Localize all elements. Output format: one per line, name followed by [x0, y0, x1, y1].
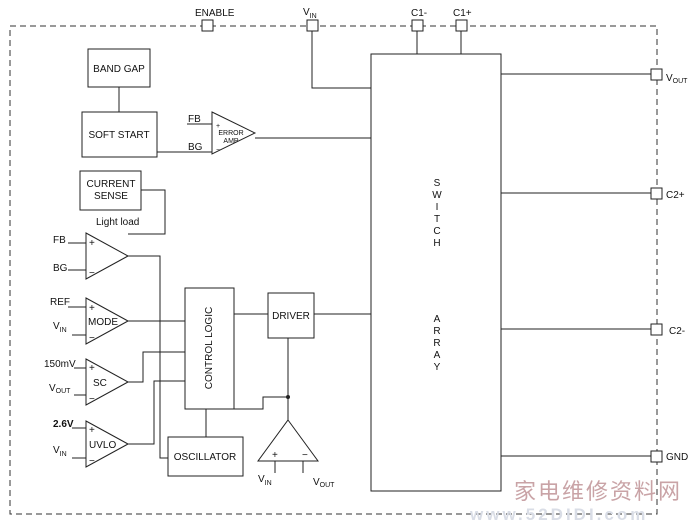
lightload-fb-label: FB	[53, 235, 66, 246]
chip-boundary	[9, 25, 658, 515]
control-logic-label: CONTROL LOGIC	[204, 307, 215, 389]
vin-wire	[311, 31, 371, 89]
soft-start-label: SOFT START	[88, 130, 149, 141]
uvlo-out-wire	[128, 380, 185, 445]
sc-vout-label: VOUT	[49, 383, 71, 395]
sc-comparator	[85, 358, 130, 406]
lightload-bg-label: BG	[53, 263, 68, 274]
mode-plus: +	[89, 303, 95, 314]
c2-plus-pin	[650, 187, 663, 200]
c1-minus-pin	[411, 19, 424, 32]
fbamp-vin-label: VIN	[258, 474, 272, 487]
driver-label: DRIVER	[272, 311, 310, 322]
uvlo-label: UVLO	[89, 440, 116, 451]
driver-block	[267, 292, 315, 339]
watermark-chinese: 家电维修资料网	[514, 480, 682, 505]
switch-array-block	[370, 53, 502, 492]
lightload-out-wire	[128, 255, 168, 459]
uvlo-comparator	[85, 420, 130, 468]
error-amp-symbol	[211, 111, 257, 155]
uvlo-minus: −	[89, 456, 95, 467]
mode-ref-label: REF	[50, 297, 70, 308]
light-load-label: Light load	[96, 217, 139, 228]
mode-label: MODE	[88, 317, 118, 328]
control-logic-block	[184, 287, 235, 410]
oscillator-block	[167, 436, 244, 477]
oscillator-label: OSCILLATOR	[174, 452, 236, 463]
band-gap-block	[87, 48, 151, 88]
sc-minus: −	[89, 394, 95, 405]
mode-vin-label: VIN	[53, 321, 67, 334]
current-sense-label-2: SENSE	[94, 191, 128, 202]
enable-pin	[201, 19, 214, 32]
erroramp-bg-label: BG	[188, 142, 203, 153]
lightload-minus: −	[89, 268, 95, 279]
uvlo-plus: +	[89, 425, 95, 436]
vout-pin	[650, 68, 663, 81]
mode-comparator	[85, 297, 130, 345]
vout-pin-label: VOUT	[666, 73, 688, 85]
c1-plus-pin	[455, 19, 468, 32]
mode-minus: −	[89, 333, 95, 344]
c1-plus-label: C1+	[453, 8, 472, 19]
vin-pin	[306, 19, 319, 32]
c2-plus-label: C2+	[666, 190, 685, 201]
gnd-pin	[650, 450, 663, 463]
erroramp-fb-label: FB	[188, 114, 201, 125]
sc-plus: +	[89, 363, 95, 374]
error-amp-plus: +	[216, 123, 220, 130]
error-amp-label-1: ERROR	[218, 130, 243, 137]
sc-150mv-label: 150mV	[44, 359, 76, 370]
c2-minus-pin	[650, 323, 663, 336]
watermark-url: www.52DIDI.com	[469, 505, 648, 523]
enable-pin-label: ENABLE	[195, 8, 235, 19]
fbamp-vout-label: VOUT	[313, 477, 335, 489]
fbamp-minus: −	[302, 450, 308, 461]
current-sense-label-1: CURRENT	[87, 179, 136, 190]
vin-pin-label: VIN	[303, 7, 317, 20]
band-gap-label: BAND GAP	[93, 64, 145, 75]
fbamp-plus: +	[272, 450, 278, 461]
vin-vout-comparator	[257, 419, 319, 462]
uvlo-vin-label: VIN	[53, 445, 67, 458]
lightload-plus: +	[89, 238, 95, 249]
uvlo-26v-label: 2.6V	[53, 419, 74, 430]
currentsense-wire	[128, 189, 166, 235]
feedback-to-control	[234, 396, 288, 410]
sc-label: SC	[93, 378, 107, 389]
c1-minus-label: C1-	[411, 8, 427, 19]
soft-start-block	[81, 111, 158, 158]
light-load-comparator	[85, 232, 130, 280]
gnd-label: GND	[666, 452, 688, 463]
error-amp-label-2: AMP	[223, 138, 239, 145]
error-amp-minus: −	[216, 147, 220, 154]
sc-out-wire	[128, 351, 185, 383]
c2-minus-label: C2-	[669, 326, 685, 337]
